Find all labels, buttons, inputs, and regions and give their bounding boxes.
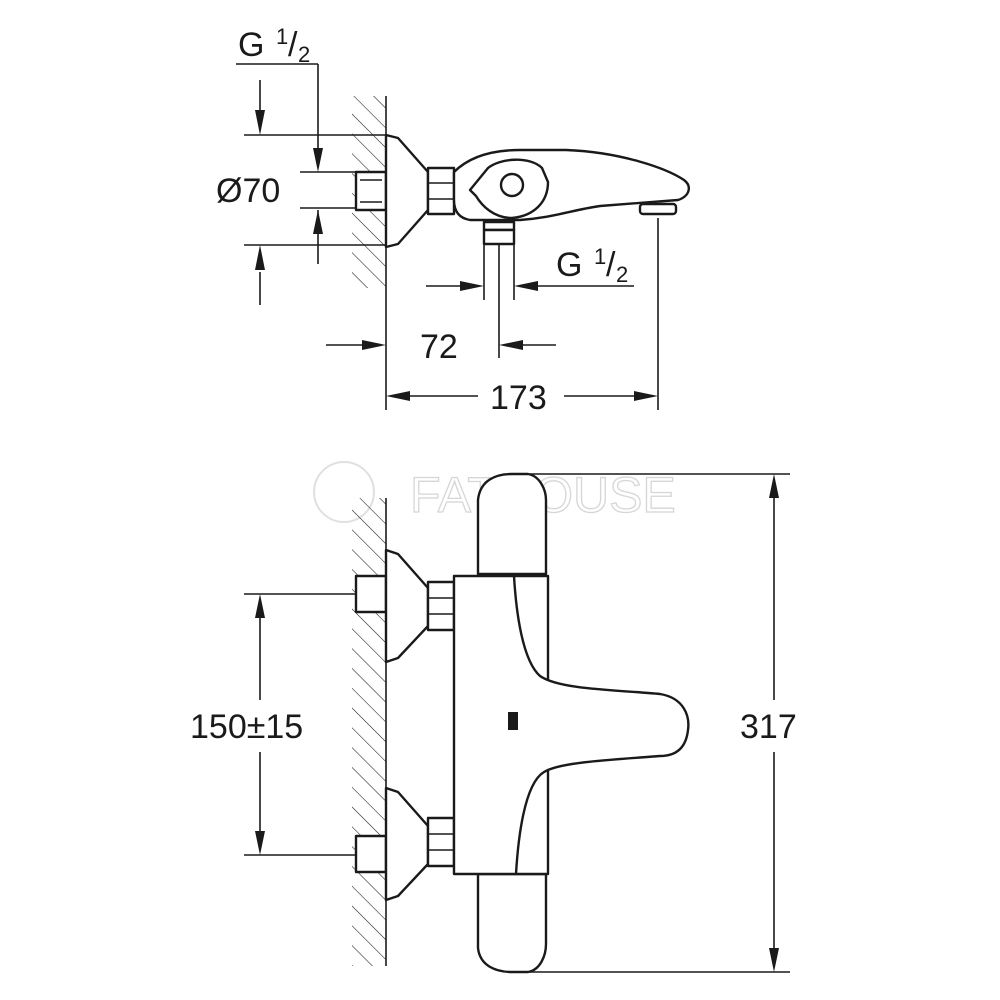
indicator-mark: [508, 712, 518, 730]
hex-nut-side: [426, 166, 456, 216]
spout-front: [512, 575, 690, 875]
handle-top: [476, 472, 548, 576]
projection-value: 173: [490, 379, 547, 417]
escutcheon-side: [384, 133, 430, 249]
svg-text:/: /: [288, 26, 298, 64]
thread-bottom-num: 1: [594, 244, 606, 269]
fitting-lower: [354, 786, 456, 902]
thread-label-bottom: G 1 / 2: [426, 244, 634, 300]
outlet-nut-side: [482, 220, 516, 246]
front-view: 150±15 317: [190, 472, 797, 974]
handle-bottom: [476, 872, 548, 974]
height-dimension: 317: [530, 473, 797, 973]
height-value: 317: [740, 708, 797, 746]
diameter-value: Ø70: [216, 172, 280, 210]
thread-label-top: G 1 / 2: [236, 24, 323, 264]
thread-top-base: G: [238, 26, 264, 64]
centre-distance-dimension: 150±15: [190, 593, 356, 856]
svg-text:/: /: [606, 246, 616, 284]
aerator: [638, 202, 678, 216]
diameter-dimension: Ø70: [216, 80, 386, 305]
side-view: G 1 / 2 Ø70: [216, 24, 690, 417]
watermark-logo-icon: [313, 461, 375, 523]
thread-top-den: 2: [298, 42, 310, 67]
offset-value: 72: [420, 328, 458, 366]
offset-dimension: 72: [326, 244, 556, 366]
wall-nut-side: [354, 170, 388, 212]
fitting-upper: [354, 548, 456, 664]
wall-side: [352, 96, 387, 410]
thread-bottom-den: 2: [616, 262, 628, 287]
thread-bottom-base: G: [556, 246, 582, 284]
projection-dimension: 173: [386, 218, 659, 417]
centre-distance-value: 150±15: [190, 708, 303, 746]
handle-cap: [499, 172, 525, 198]
thread-top-num: 1: [276, 24, 288, 49]
wall-front: [352, 498, 387, 966]
